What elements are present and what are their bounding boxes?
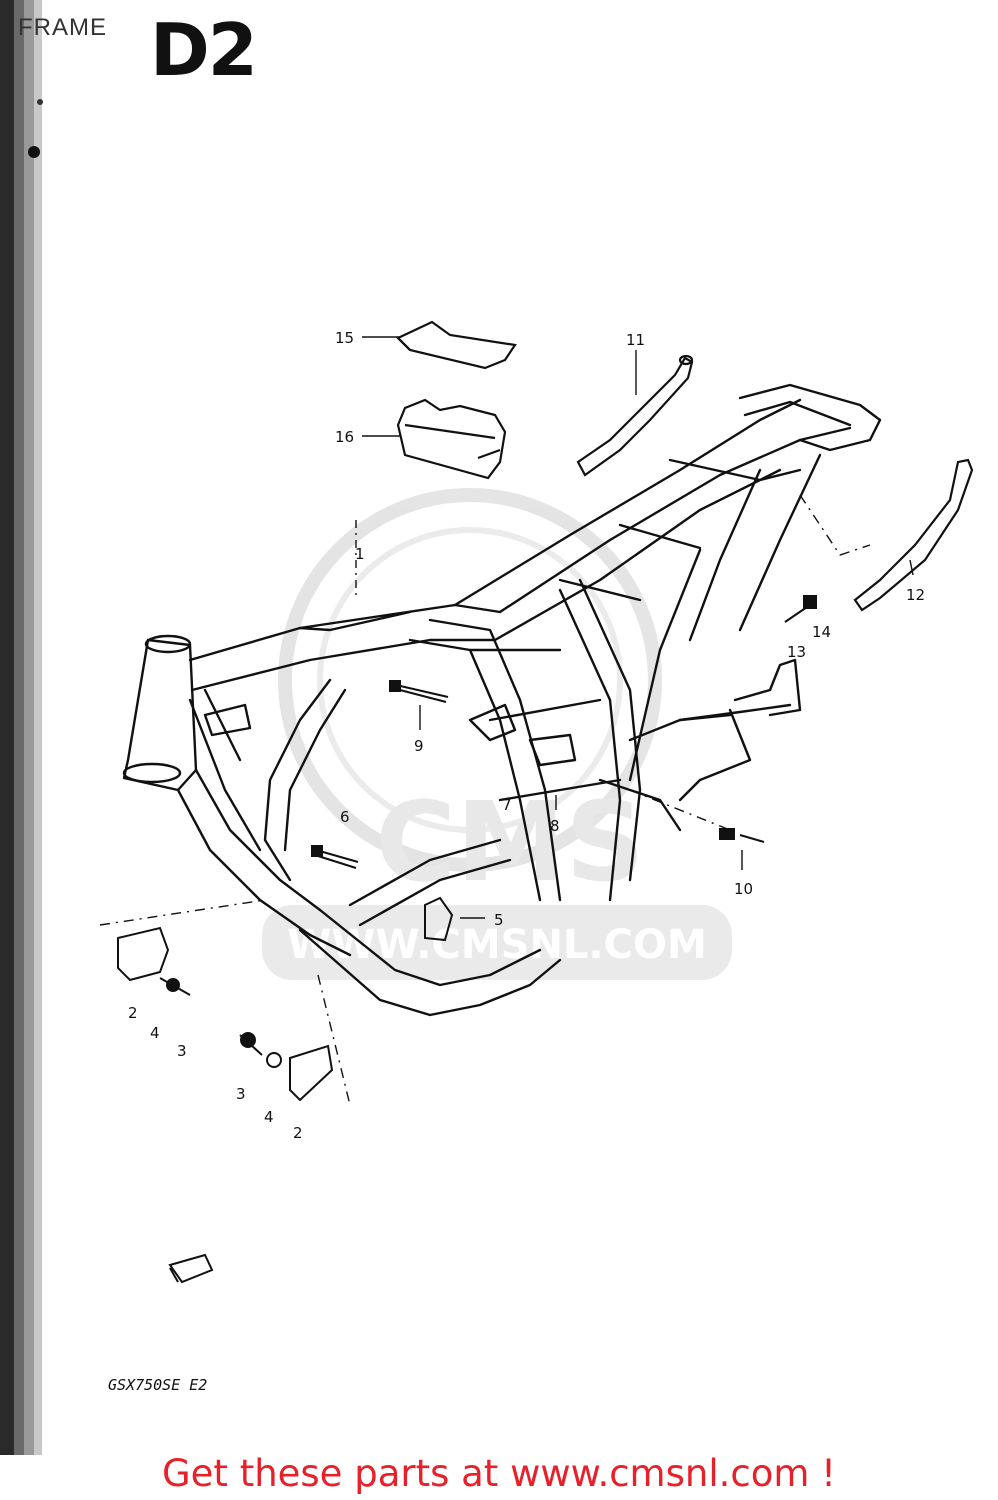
scanned-binding-edge	[0, 0, 43, 1455]
part-rear-stay-left	[576, 354, 694, 477]
part-seat-cover	[396, 320, 517, 370]
watermark-url: WWW.CMSNL.COM	[287, 922, 707, 968]
callout-3-right: 3	[236, 1085, 246, 1103]
callout-7: 7	[502, 796, 512, 814]
callout-12: 12	[906, 586, 926, 604]
callout-2-left: 2	[128, 1004, 138, 1022]
model-code: GSX750SE E2	[108, 1376, 208, 1394]
callout-4-right: 4	[264, 1108, 274, 1126]
callout-6: 6	[340, 808, 350, 826]
callout-4-left: 4	[150, 1024, 160, 1042]
buy-parts-link[interactable]: Get these parts at www.cmsnl.com !	[161, 1452, 836, 1495]
callout-16: 16	[335, 428, 355, 446]
callout-13: 13	[787, 643, 807, 661]
callout-11: 11	[626, 331, 646, 349]
callout-10: 10	[734, 880, 754, 898]
frame-body	[122, 383, 882, 1017]
callout-1: 1	[355, 545, 365, 563]
callout-2-right: 2	[293, 1124, 303, 1142]
callout-8: 8	[550, 817, 560, 835]
callout-14: 14	[812, 623, 832, 641]
callout-9: 9	[414, 737, 424, 755]
part-rear-stay-right	[853, 458, 974, 612]
part-battery-case	[396, 398, 507, 480]
diagram-code: D2	[150, 8, 258, 92]
callout-5: 5	[494, 911, 504, 929]
watermark: WWW.CMSNL.COM CMS	[262, 488, 732, 980]
callout-3-left: 3	[177, 1042, 187, 1060]
callout-15: 15	[335, 329, 355, 347]
leader-lines	[99, 336, 914, 1106]
section-title: FRAME	[18, 14, 107, 41]
small-hardware	[117, 595, 817, 1284]
